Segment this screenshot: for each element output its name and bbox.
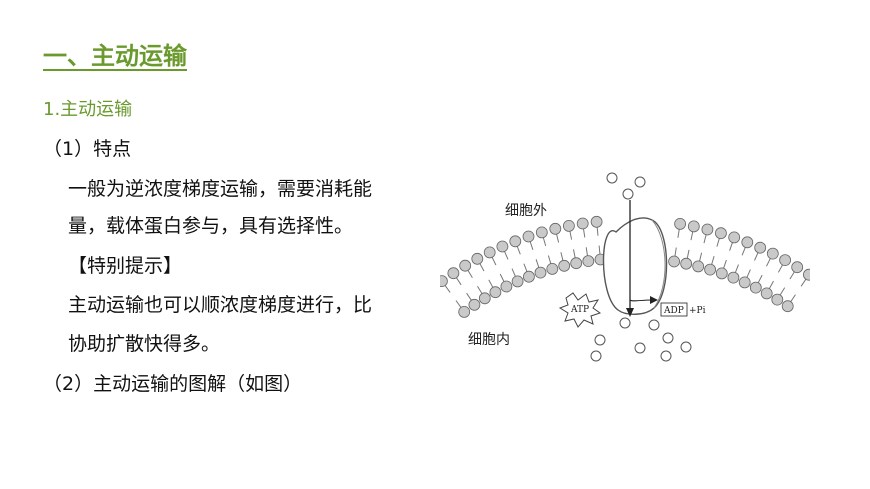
lipid-head — [500, 280, 513, 293]
lipid-head — [727, 271, 740, 284]
lipid-head — [468, 298, 481, 311]
solute-molecule — [606, 172, 618, 184]
lipid-head — [522, 230, 535, 243]
description-line-2: 量，载体蛋白参与，具有选择性。 — [68, 215, 354, 237]
tip-line-1: 主动运输也可以顺浓度梯度进行，比 — [68, 294, 373, 316]
solute-molecule — [648, 319, 660, 331]
transport-arrow — [626, 200, 658, 317]
description-line-1: 一般为逆浓度梯度运输，需要消耗能 — [68, 178, 373, 200]
lipid-head — [766, 247, 779, 260]
solute-molecule — [634, 342, 646, 354]
membrane-illustration: ATP ADP +Pi 细胞外 细胞内 — [440, 172, 810, 362]
lipid-head — [511, 275, 524, 288]
point-1-heading: （1）特点 — [43, 138, 132, 160]
lipid-head — [687, 220, 700, 233]
lipid-head — [779, 254, 792, 266]
lipid-head — [738, 276, 751, 289]
solute-molecule — [662, 332, 674, 344]
solute-molecule — [634, 176, 646, 188]
lipid-head — [483, 246, 496, 259]
tip-line-2: 协助扩散快得多。 — [68, 333, 221, 355]
lipid-head — [704, 263, 717, 276]
lipid-head — [692, 260, 705, 273]
adp-pi-label: ADP +Pi — [660, 302, 706, 317]
subsection-title: 1.主动运输 — [43, 99, 133, 120]
solute-molecule — [660, 350, 672, 362]
point-2-heading: （2）主动运输的图解（如图） — [43, 373, 303, 395]
active-transport-diagram: ATP ADP +Pi 细胞外 细胞内 — [440, 160, 810, 370]
special-tip-heading: 【特别提示】 — [68, 255, 183, 277]
lipid-head — [535, 226, 548, 239]
lipid-head — [803, 268, 810, 281]
lipid-head — [754, 241, 767, 254]
lipid-head — [576, 217, 589, 230]
lipid-head — [741, 236, 754, 249]
lipid-head — [749, 281, 762, 294]
lipid-head — [674, 218, 687, 230]
atp-label: ATP — [570, 305, 589, 315]
svg-text:ADP: ADP — [663, 306, 684, 316]
carrier-protein — [602, 217, 668, 315]
lipid-head — [440, 275, 448, 287]
lipid-head — [680, 257, 693, 270]
lipid-head — [549, 222, 562, 235]
lipid-head — [715, 267, 728, 280]
atp-burst: ATP — [558, 292, 602, 328]
lipid-head — [781, 300, 794, 313]
lipid-head — [471, 252, 484, 265]
lipid-head — [791, 261, 804, 274]
lipid-head — [570, 257, 583, 270]
lipid-head — [489, 286, 502, 299]
lipid-head — [546, 263, 559, 275]
lipid-head — [459, 259, 472, 272]
svg-text:+Pi: +Pi — [689, 306, 706, 316]
lipid-head — [701, 223, 714, 236]
outside-cell-label: 细胞外 — [505, 203, 547, 219]
lipid-head — [760, 287, 773, 300]
solute-molecule — [680, 341, 692, 353]
lipid-head — [714, 227, 727, 240]
lipid-head — [558, 259, 571, 272]
solute-molecule — [622, 188, 634, 200]
lipid-head — [523, 270, 535, 283]
lipid-head — [668, 255, 681, 268]
lipid-head — [496, 240, 509, 253]
lipid-head — [447, 267, 460, 280]
lipid-head — [582, 255, 595, 267]
lipid-head — [590, 215, 603, 228]
lipid-head — [771, 293, 784, 306]
lipid-head — [562, 220, 575, 232]
inside-cell-label: 细胞内 — [468, 332, 510, 348]
lipid-head — [728, 231, 741, 244]
solute-molecule — [594, 334, 606, 346]
lipid-head — [534, 266, 547, 279]
lipid-head — [478, 292, 491, 305]
lipid-head — [509, 235, 522, 248]
solute-molecule — [590, 350, 602, 362]
lipid-head — [458, 305, 471, 318]
solute-molecule — [619, 317, 631, 329]
section-title: 一、主动运输 — [43, 42, 187, 70]
